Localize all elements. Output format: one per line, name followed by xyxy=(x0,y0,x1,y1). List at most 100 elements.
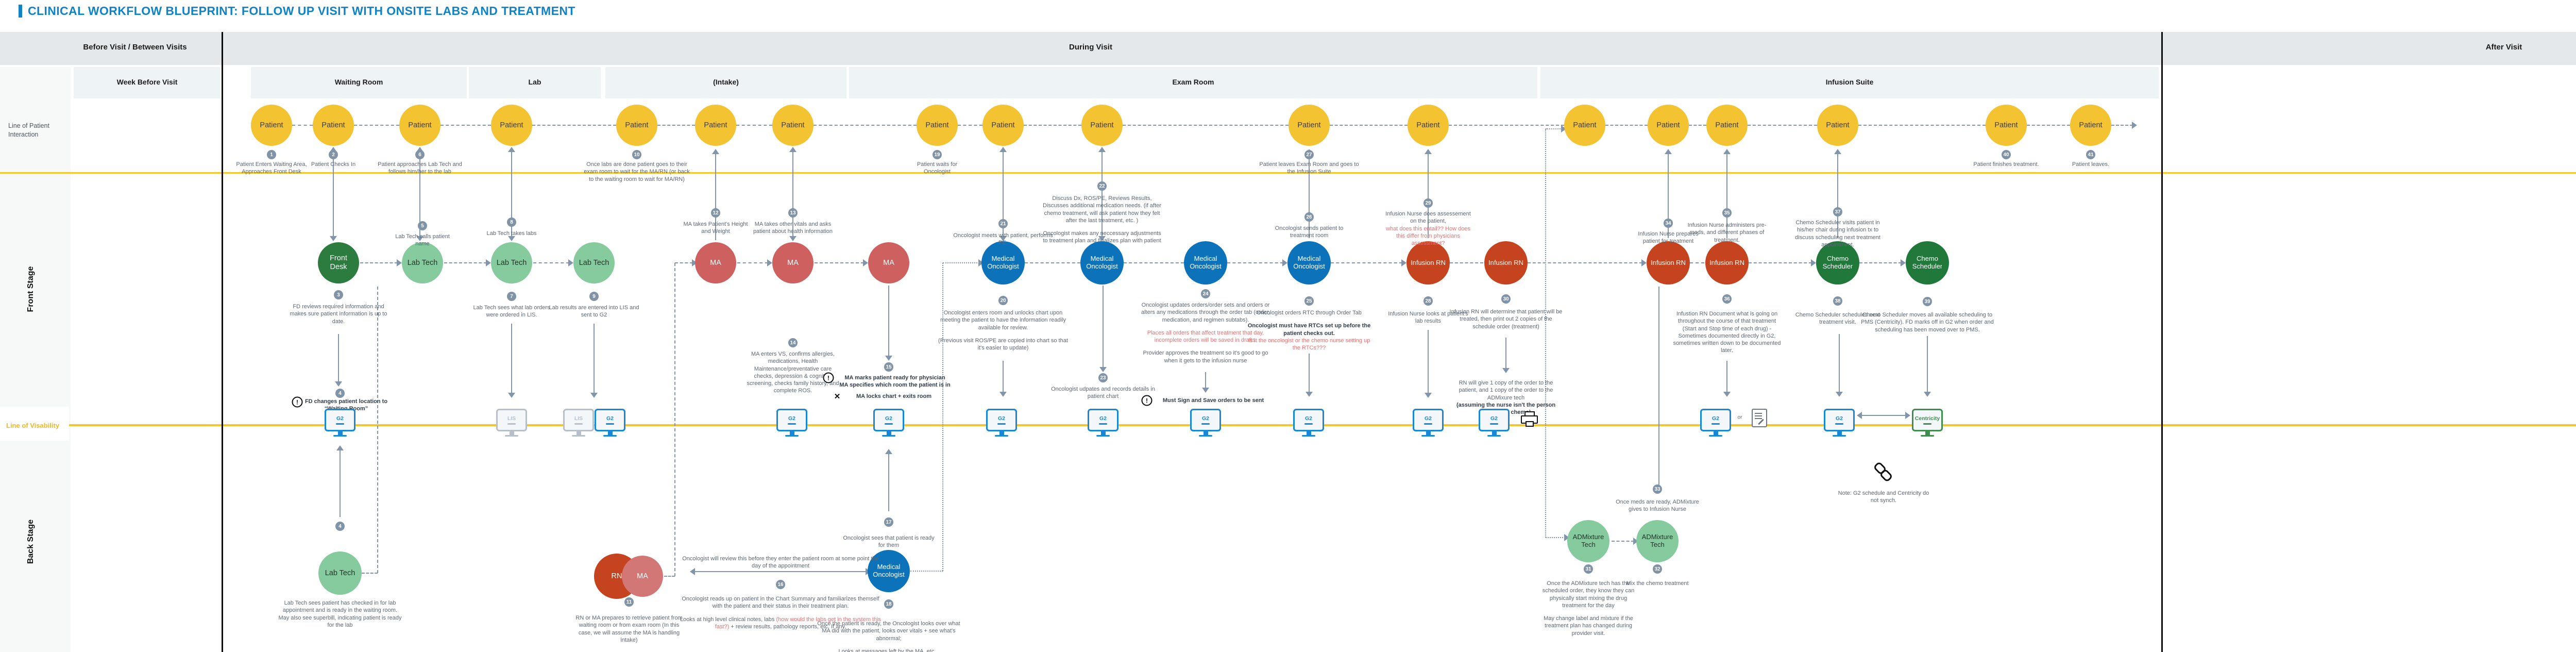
connector-line xyxy=(1101,148,1103,240)
actor-patient[interactable]: Patient xyxy=(1564,105,1605,146)
actor-label: Infusion RN xyxy=(1709,258,1744,266)
actor-medical-oncologist[interactable]: Medical Oncologist xyxy=(868,550,910,592)
connector-line xyxy=(1749,262,1812,263)
connector-line xyxy=(1124,262,1184,263)
step-badge-27: 27 xyxy=(1304,150,1314,159)
page-title: CLINICAL WORKFLOW BLUEPRINT: FOLLOW UP V… xyxy=(19,4,575,18)
connector-line xyxy=(1668,150,1669,238)
actor-patient[interactable]: Patient xyxy=(917,105,958,146)
arrowhead-icon xyxy=(999,392,1007,397)
actor-patient[interactable]: Patient xyxy=(772,105,814,146)
system-monitor-icon-g2[interactable]: G2 xyxy=(873,409,905,437)
actor-label: Infusion RN xyxy=(1651,258,1686,266)
stage-label-week-before-visit: Week Before Visit xyxy=(116,78,178,86)
actor-patient[interactable]: Patient xyxy=(1986,105,2027,146)
system-monitor-icon-lis[interactable]: LIS xyxy=(563,409,595,437)
actor-medical-oncologist[interactable]: Medical Oncologist xyxy=(981,241,1025,285)
system-monitor-icon-g2[interactable]: G2 xyxy=(594,409,626,437)
actor-chemo-scheduler[interactable]: Chemo Scheduler xyxy=(1816,241,1859,285)
actor-lab-tech[interactable]: Lab Tech xyxy=(318,551,362,595)
actor-label: ADMixture Tech xyxy=(1572,533,1604,548)
caption-text: Chemo Scheduler visits patient in his/he… xyxy=(1788,219,1888,248)
caption-line: MA marks patient ready for physician xyxy=(844,375,945,381)
printer-icon[interactable] xyxy=(1521,411,1538,427)
actor-patient[interactable]: Patient xyxy=(2070,105,2111,146)
actor-ma[interactable]: MA xyxy=(695,242,736,283)
actor-patient[interactable]: Patient xyxy=(1706,105,1748,146)
actor-medical-oncologist[interactable]: Medical Oncologist xyxy=(1287,241,1331,285)
step-badge-21: 21 xyxy=(998,219,1008,228)
or-label: or xyxy=(1737,414,1742,421)
system-monitor-icon-g2[interactable]: G2 xyxy=(776,409,808,437)
arrowhead-icon xyxy=(789,147,796,152)
actor-lab-tech[interactable]: Lab Tech xyxy=(402,242,443,283)
actor-infusion-rn[interactable]: Infusion RN xyxy=(1705,241,1749,285)
connector-line xyxy=(1003,361,1004,396)
system-monitor-icon-g2[interactable]: G2 xyxy=(986,409,1018,437)
actor-chemo-scheduler[interactable]: Chemo Scheduler xyxy=(1906,241,1949,285)
caption-line: Lab Tech sees what lab orders were order… xyxy=(473,305,550,319)
actor-lab-tech[interactable]: Lab Tech xyxy=(491,242,532,283)
arrowhead-icon xyxy=(1905,412,1910,419)
arrowhead-icon xyxy=(416,147,423,152)
connector-line xyxy=(1726,361,1727,396)
caption-line: Patient Checks In xyxy=(311,161,356,168)
actor-infusion-rn[interactable]: Infusion RN xyxy=(1484,241,1528,285)
actor-ma[interactable]: MA xyxy=(772,242,814,283)
system-monitor-icon-g2[interactable]: G2 xyxy=(1412,409,1444,437)
actor-front-desk[interactable]: Front Desk xyxy=(318,242,359,283)
actor-lab-tech[interactable]: Lab Tech xyxy=(573,242,615,283)
actor-patient[interactable]: Patient xyxy=(251,105,292,146)
caption-line: Oncologist enters room and unlocks chart… xyxy=(940,310,1066,331)
caption-text: Infusion Nurse administers pre-meds, and… xyxy=(1682,222,1772,244)
actor-ma[interactable]: MA xyxy=(868,242,909,283)
actor-admixture-tech[interactable]: ADMixture Tech xyxy=(1567,520,1609,562)
arrowhead-icon xyxy=(1561,125,1566,132)
actor-patient[interactable]: Patient xyxy=(1081,105,1123,146)
system-monitor-icon-g2[interactable]: G2 xyxy=(1823,409,1855,437)
actor-patient[interactable]: Patient xyxy=(313,105,354,146)
system-monitor-icon-centricity[interactable]: Centricity xyxy=(1911,409,1943,437)
actor-medical-oncologist[interactable]: Medical Oncologist xyxy=(1184,241,1227,285)
system-monitor-icon-g2[interactable]: G2 xyxy=(1190,409,1222,437)
actor-patient[interactable]: Patient xyxy=(1408,105,1449,146)
connector-line xyxy=(2027,125,2070,126)
connector-line xyxy=(1605,125,1648,126)
caption-line: Once the ADMixture tech has the schedule… xyxy=(1542,580,1635,609)
actor-patient[interactable]: Patient xyxy=(491,105,532,146)
actor-patient[interactable]: Patient xyxy=(616,105,657,146)
actor-patient[interactable]: Patient xyxy=(1648,105,1689,146)
system-monitor-icon-g2[interactable]: G2 xyxy=(1700,409,1732,437)
caption-line: Patient waits for Oncologist xyxy=(917,161,958,175)
system-monitor-icon-g2[interactable]: G2 xyxy=(1087,409,1119,437)
caption-line: Patient Enters Waiting Area, Approaches … xyxy=(236,161,307,175)
system-monitor-icon-lis[interactable]: LIS xyxy=(496,409,528,437)
arrowhead-icon xyxy=(397,259,402,266)
actor-medical-oncologist[interactable]: Medical Oncologist xyxy=(1080,241,1124,285)
paper-document-icon[interactable] xyxy=(1752,409,1767,427)
actor-patient[interactable]: Patient xyxy=(1289,105,1330,146)
connector-line xyxy=(1658,287,1659,487)
arrowhead-icon xyxy=(590,393,598,398)
actor-patient[interactable]: Patient xyxy=(1817,105,1858,146)
actor-patient[interactable]: Patient xyxy=(399,105,440,146)
phase-label-before-visit-between-visits: Before Visit / Between Visits xyxy=(83,43,187,52)
actor-patient[interactable]: Patient xyxy=(982,105,1024,146)
stage-label-lab: Lab xyxy=(528,78,541,86)
actor-ma[interactable]: MA xyxy=(622,556,663,597)
actor-patient[interactable]: Patient xyxy=(695,105,736,146)
system-monitor-icon-g2[interactable]: G2 xyxy=(324,409,356,437)
system-monitor-icon-g2[interactable]: G2 xyxy=(1293,409,1325,437)
actor-infusion-rn[interactable]: Infusion RN xyxy=(1647,241,1690,285)
arrowhead-icon xyxy=(767,259,772,266)
actor-infusion-rn[interactable]: Infusion RN xyxy=(1406,241,1450,285)
step-badge-2: 2 xyxy=(329,150,338,159)
actor-label: Lab Tech xyxy=(407,258,438,267)
actor-admixture-tech[interactable]: ADMixture Tech xyxy=(1636,520,1679,562)
caption-text: Lab results are entered into LIS and sen… xyxy=(547,304,642,319)
arrowhead-icon xyxy=(1098,147,1106,152)
system-monitor-icon-g2[interactable]: G2 xyxy=(1478,409,1510,437)
arrowhead-icon xyxy=(1857,412,1862,419)
caption-text: Oncologist sees that patient is ready fo… xyxy=(842,534,935,549)
